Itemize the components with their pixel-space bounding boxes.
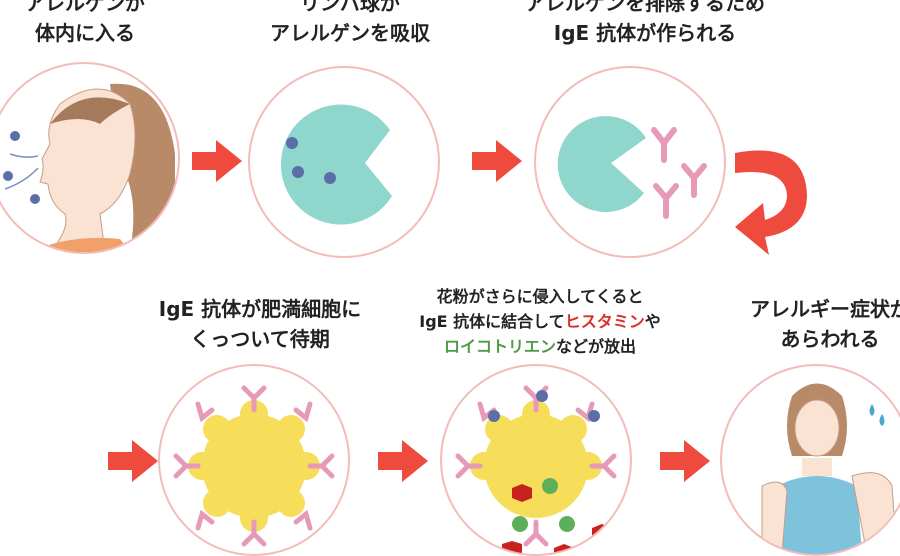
curved-arrow-icon	[735, 150, 807, 255]
mast-cell-release-icon	[455, 385, 617, 554]
arrow-right-icon	[192, 140, 242, 182]
mast-cell-icon	[173, 385, 335, 547]
arrow-right-icon	[108, 440, 158, 482]
leukotriene-label: ロイコトリエン	[443, 337, 556, 356]
caption-text: IgE 抗体に結合して	[419, 312, 565, 331]
caption-line: IgE 抗体が作られる	[553, 21, 737, 45]
step3-caption: アレルゲンを排除するため IgE 抗体が作られる	[500, 0, 790, 48]
step2-illustration	[248, 66, 440, 258]
caption-line: IgE 抗体が肥満細胞に	[158, 297, 362, 321]
caption-text: などが放出	[556, 337, 637, 356]
caption-line: リンパ球が	[300, 0, 400, 15]
step5-illustration	[440, 364, 632, 556]
caption-line: アレルゲンが	[25, 0, 145, 15]
arrow-right-icon	[378, 440, 428, 482]
caption-line: 体内に入る	[35, 21, 135, 45]
step6-caption: アレルギー症状があらわれる	[730, 294, 900, 354]
caption-line: くっついて待期	[190, 327, 330, 351]
caption-line: ロイコトリエンなどが放出	[390, 334, 690, 359]
step4-caption: IgE 抗体が肥満細胞にくっついて待期	[140, 294, 380, 354]
step1-illustration	[0, 62, 180, 254]
step3-illustration	[534, 66, 726, 258]
step1-caption: アレルゲンが体内に入る	[0, 0, 175, 48]
caption-line: 花粉がさらに侵入してくると	[436, 287, 644, 306]
caption-line: アレルゲンを排除するため	[525, 0, 765, 15]
arrow-right-icon	[472, 140, 522, 182]
arrow-right-icon	[660, 440, 710, 482]
caption-line: アレルギー症状が	[750, 297, 900, 321]
caption-line: アレルゲンを吸収	[270, 21, 430, 45]
step6-illustration	[720, 364, 900, 556]
woman-symptoms-icon	[761, 383, 898, 554]
step5-caption: 花粉がさらに侵入してくると IgE 抗体に結合してヒスタミンや ロイコトリエンな…	[390, 284, 690, 359]
lymphocyte-icon	[280, 104, 392, 225]
caption-line: IgE 抗体に結合してヒスタミンや	[390, 309, 690, 334]
caption-text: や	[644, 312, 661, 331]
caption-line: あらわれる	[780, 327, 880, 351]
step2-caption: リンパ球がアレルゲンを吸収	[250, 0, 450, 48]
antibody-production-icon	[557, 116, 707, 219]
step4-illustration	[158, 364, 350, 556]
woman-face-icon	[3, 83, 175, 252]
histamine-label: ヒスタミン	[564, 312, 645, 331]
